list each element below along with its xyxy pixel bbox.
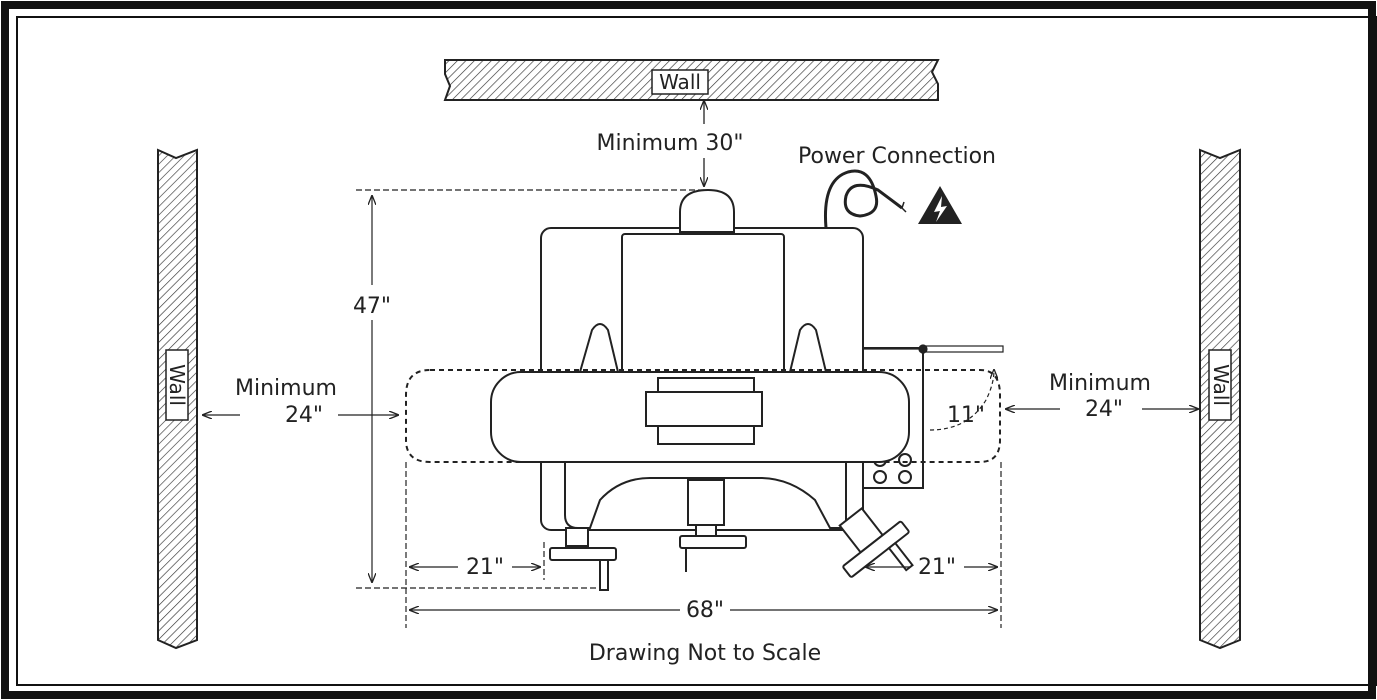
right-clearance-line1: Minimum <box>1049 371 1151 396</box>
bottom-dimensions <box>405 462 1002 628</box>
machine-footprint-outline <box>405 369 1001 463</box>
left-offset-label: 21" <box>466 555 504 580</box>
right-wall: Wall <box>1199 148 1241 650</box>
right-offset-label: 21" <box>918 555 956 580</box>
right-wall-label: Wall <box>1209 364 1233 406</box>
top-wall: Wall <box>443 59 940 101</box>
top-clearance-dimension: Minimum 30" <box>596 101 744 186</box>
machine-top-view <box>490 188 924 591</box>
left-clearance-line1: Minimum <box>235 376 337 401</box>
scale-note: Drawing Not to Scale <box>589 641 821 666</box>
left-clearance-line2: 24" <box>285 403 323 428</box>
high-voltage-warning-icon <box>918 186 962 224</box>
left-clearance-dimension: Minimum 24" <box>203 376 398 428</box>
overall-width-label: 68" <box>686 598 724 623</box>
depth-dimension <box>356 189 704 589</box>
left-wall-label: Wall <box>165 364 189 406</box>
depth-label: 47" <box>353 294 391 319</box>
left-wall: Wall <box>157 148 198 650</box>
overhang-label: 11" <box>947 403 985 428</box>
top-wall-label: Wall <box>659 70 701 94</box>
inner-frame <box>16 16 1377 686</box>
right-clearance-dimension: Minimum 24" <box>1006 371 1198 422</box>
power-connection-label: Power Connection <box>798 144 996 169</box>
overhang-dimension <box>863 344 1004 488</box>
top-clearance-label: Minimum 30" <box>596 131 743 156</box>
power-cord <box>823 169 907 229</box>
right-clearance-line2: 24" <box>1085 397 1123 422</box>
